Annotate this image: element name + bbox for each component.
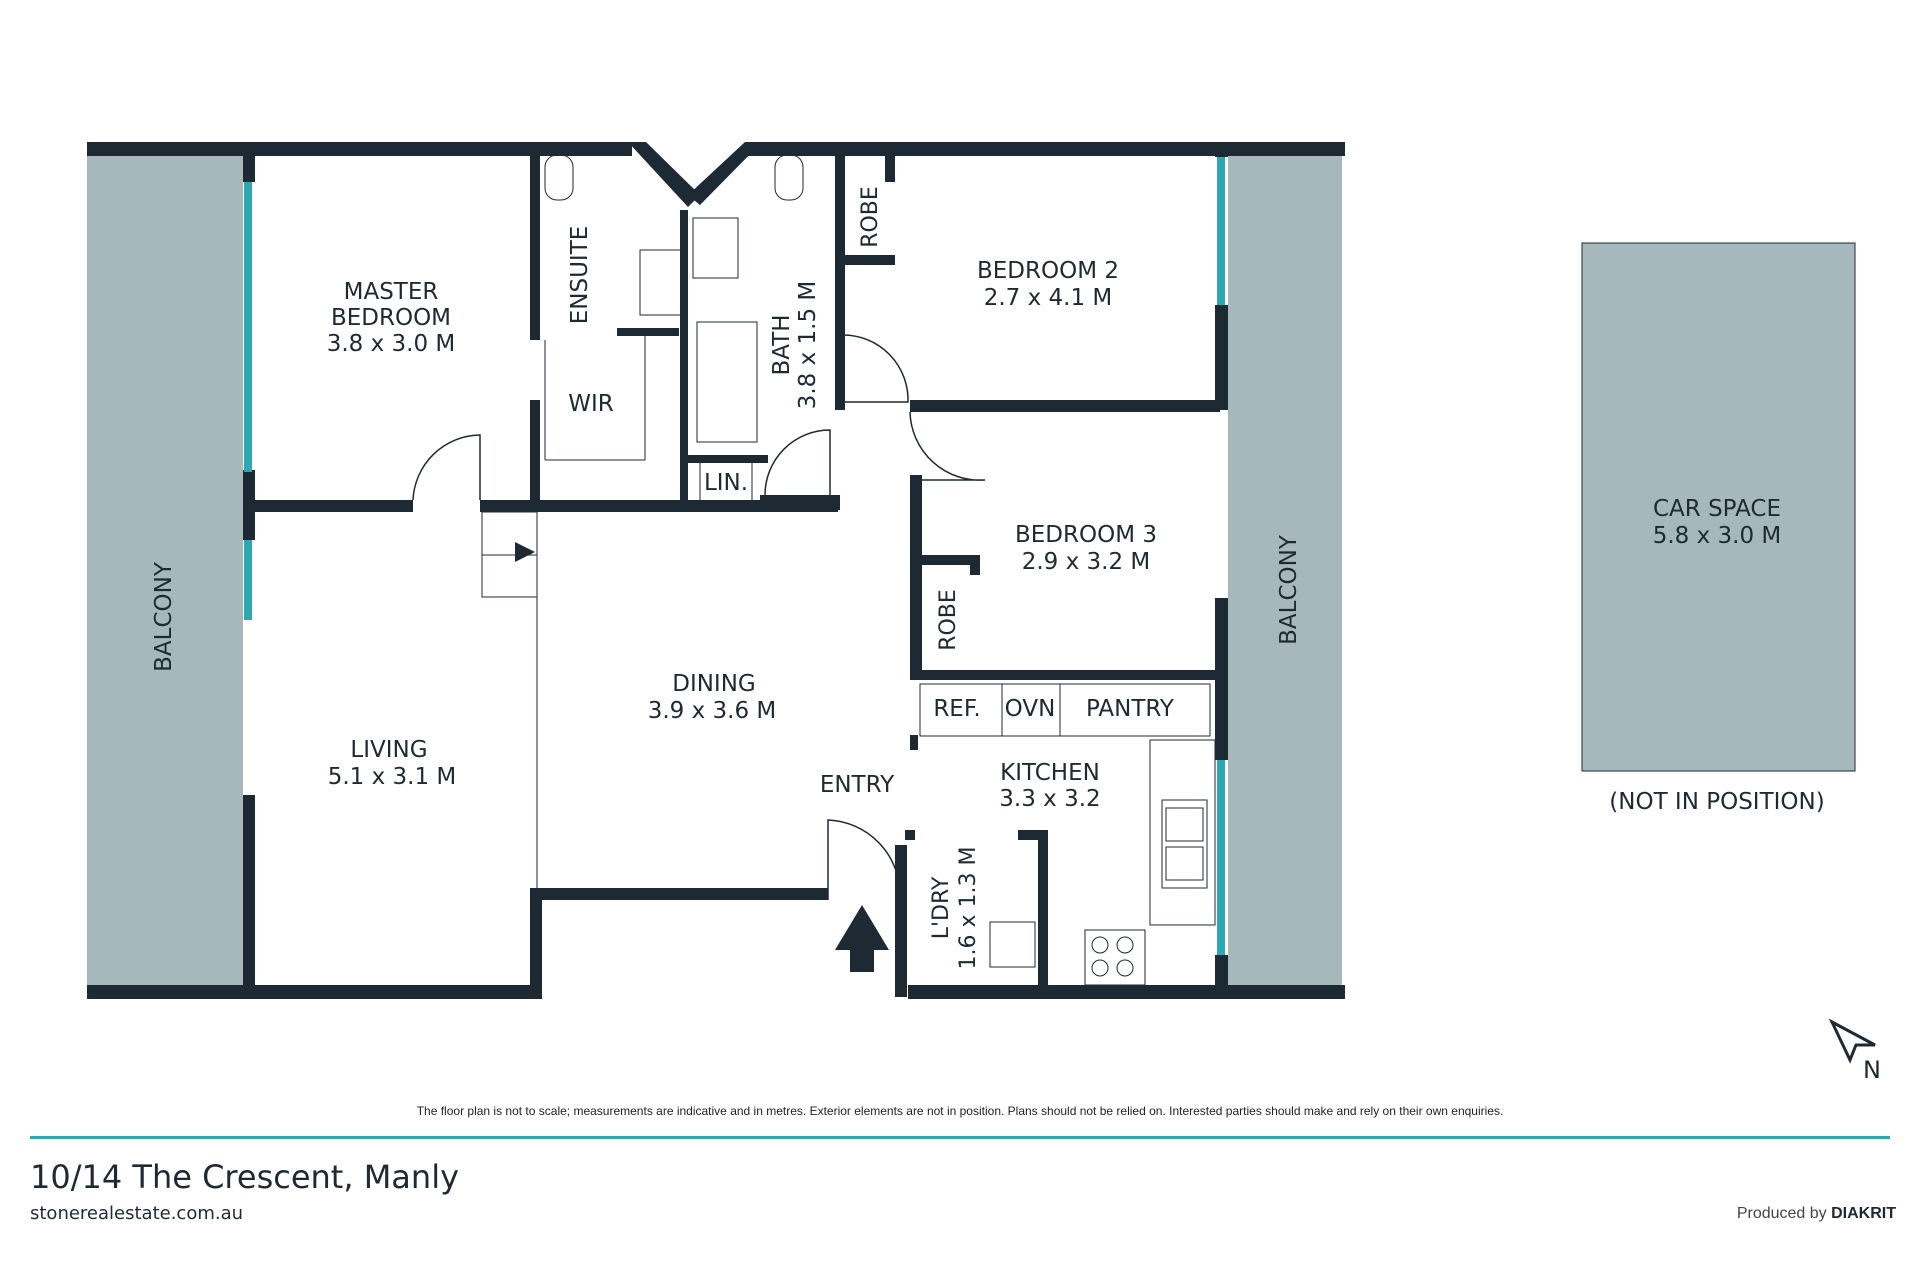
- property-address: 10/14 The Crescent, Manly: [30, 1158, 460, 1196]
- car-space-area: [1581, 242, 1856, 772]
- dining-name: DINING: [672, 671, 756, 697]
- lin-name: LIN.: [704, 470, 748, 496]
- north-compass-icon: N: [1828, 1018, 1881, 1084]
- living-size: 5.1 x 3.1 M: [328, 764, 457, 790]
- pantry-name: PANTRY: [1086, 696, 1175, 722]
- credit-brand: DIAKRIT: [1831, 1205, 1896, 1222]
- master-bedroom-size: 3.8 x 3.0 M: [327, 331, 456, 357]
- entry-arrow-icon: [835, 905, 889, 972]
- balcony-left-area: [87, 150, 243, 985]
- bedroom-3-size: 2.9 x 3.2 M: [1022, 549, 1151, 575]
- balcony-right-area: [1228, 150, 1342, 985]
- robe-1-name: ROBE: [858, 186, 883, 248]
- kitchen-name: KITCHEN: [1000, 760, 1100, 786]
- bedroom-2-name: BEDROOM 2: [977, 258, 1119, 284]
- laundry-size: 1.6 x 1.3 M: [956, 847, 981, 970]
- living-name: LIVING: [350, 737, 427, 763]
- credit-prefix: Produced by: [1736, 1205, 1832, 1222]
- kitchen-size: 3.3 x 3.2: [999, 786, 1100, 812]
- master-bedroom-name-2: BEDROOM: [331, 305, 451, 331]
- bath-size: 3.8 x 1.5 M: [795, 281, 821, 410]
- balcony-left-name: BALCONY: [151, 561, 177, 672]
- dining-size: 3.9 x 3.6 M: [648, 698, 777, 724]
- laundry-name: L'DRY: [929, 876, 954, 939]
- windows: [244, 157, 1225, 955]
- car-space-note: (NOT IN POSITION): [1609, 789, 1824, 815]
- door-swings: [412, 334, 986, 900]
- footer-divider: [30, 1136, 1890, 1139]
- compass-letter: N: [1863, 1056, 1881, 1084]
- producer-credit: Produced by DIAKRIT: [1737, 1205, 1896, 1223]
- stair-arrow-icon: [515, 542, 535, 562]
- ref-name: REF.: [933, 696, 980, 722]
- disclaimer: The floor plan is not to scale; measurem…: [416, 1104, 1504, 1118]
- wir-name: WIR: [568, 391, 614, 417]
- website-link[interactable]: stonerealestate.com.au: [30, 1203, 244, 1224]
- fixtures: [481, 154, 1216, 986]
- ovn-name: OVN: [1005, 696, 1056, 722]
- master-bedroom-name-1: MASTER: [344, 279, 439, 305]
- robe-2-name: ROBE: [936, 589, 961, 651]
- bath-name: BATH: [769, 314, 795, 375]
- balcony-right-name: BALCONY: [1276, 534, 1302, 645]
- walls: [87, 142, 1345, 999]
- entry-name: ENTRY: [820, 772, 895, 798]
- car-space-size: 5.8 x 3.0 M: [1653, 523, 1782, 549]
- bedroom-2-size: 2.7 x 4.1 M: [984, 285, 1113, 311]
- bedroom-3-name: BEDROOM 3: [1015, 522, 1157, 548]
- car-space-name: CAR SPACE: [1653, 496, 1781, 522]
- ensuite-name: ENSUITE: [567, 226, 593, 325]
